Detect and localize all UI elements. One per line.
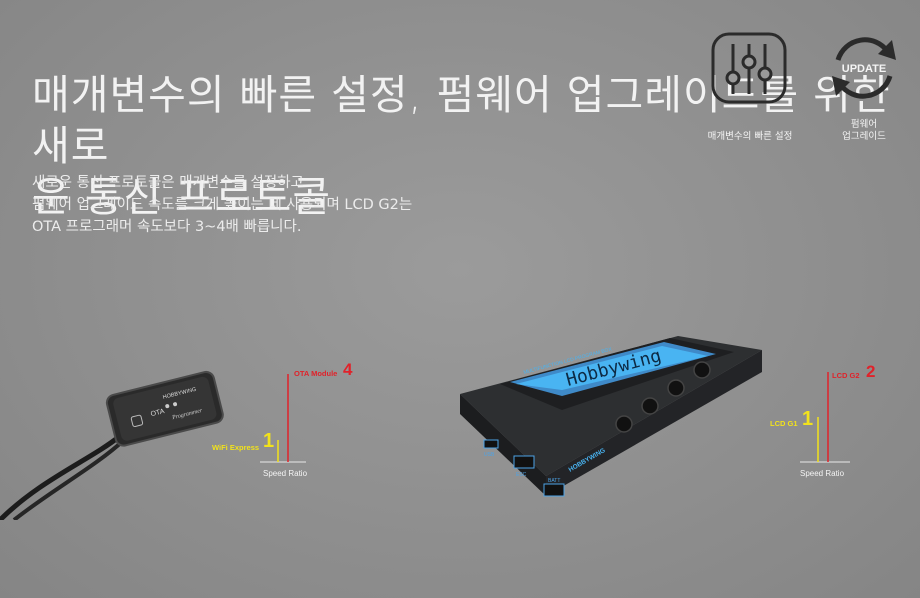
feature-label-update: 펌웨어 업그레이드 — [826, 119, 902, 143]
left-chart-name-ota: OTA Module — [294, 369, 337, 378]
update-cycle-icon: UPDATE — [832, 37, 896, 99]
description: 새로운 통신 프로토콜은 매개변수를 설정하고 펌웨어 업그레이드 속도를 크게… — [32, 172, 552, 238]
description-line-2: 펌웨어 업그레이드 속도를 크게 높이는 데 사용되며 LCD G2는 — [32, 197, 413, 213]
headline-line-1: 매개변수의 빠른 설정, 펌웨어 업그레이드를 위한 새로 — [32, 71, 891, 170]
right-chart-value-g2: 2 — [866, 362, 875, 381]
headline: 매개변수의 빠른 설정, 펌웨어 업그레이드를 위한 새로 운 통신 프로토콜 — [32, 70, 920, 223]
ota-module-device: HOBBYWING OTA Programmer — [0, 370, 224, 520]
right-chart-name-g1: LCD G1 — [770, 419, 798, 428]
lcd-button-value[interactable] — [641, 397, 659, 415]
lcd-buttons — [615, 361, 711, 433]
feature-label-update-line-1: 펌웨어 — [850, 119, 878, 130]
right-chart-axis-label: Speed Ratio — [800, 469, 845, 478]
batt-port — [543, 483, 565, 497]
left-chart-axis-label: Speed Ratio — [263, 469, 308, 478]
right-chart-value-g1: 1 — [802, 408, 813, 430]
feature-label-params: 매개변수의 빠른 설정 — [707, 131, 793, 142]
lcd-button-ok[interactable] — [693, 361, 711, 379]
headline-line-2: 운 통신 프로토콜 — [32, 173, 332, 221]
left-chart-name-wifi: WiFi Express — [212, 443, 259, 452]
usb-port — [483, 439, 499, 449]
left-chart-value-ota: 4 — [343, 360, 353, 379]
esc-port — [513, 455, 535, 469]
module-model: OTA — [150, 408, 165, 418]
sliders-icon — [711, 32, 787, 104]
right-chart-name-g2: LCD G2 — [832, 371, 860, 380]
left-speed-chart: WiFi Express 1 OTA Module 4 Speed Ratio — [212, 360, 353, 478]
esc-port-label: ESC — [516, 472, 527, 478]
lcd-button-item[interactable] — [615, 415, 633, 433]
update-badge: UPDATE — [842, 63, 886, 75]
feature-label-update-line-2: 업그레이드 — [842, 131, 886, 142]
description-line-3: OTA 프로그래머 속도보다 3~4배 빠릅니다. — [32, 219, 302, 235]
lcd-program-box: Hobbywing MULTIFUNCTION LCD PROGRAM BOX … — [460, 336, 762, 497]
batt-port-label: BATT — [548, 478, 560, 484]
lcd-button-rp[interactable] — [667, 379, 685, 397]
usb-port-label: USB — [484, 452, 495, 458]
description-line-1: 새로운 통신 프로토콜은 매개변수를 설정하고 — [32, 175, 304, 191]
right-speed-chart: LCD G1 1 LCD G2 2 Speed Ratio — [770, 362, 875, 478]
left-chart-value-wifi: 1 — [263, 430, 274, 452]
